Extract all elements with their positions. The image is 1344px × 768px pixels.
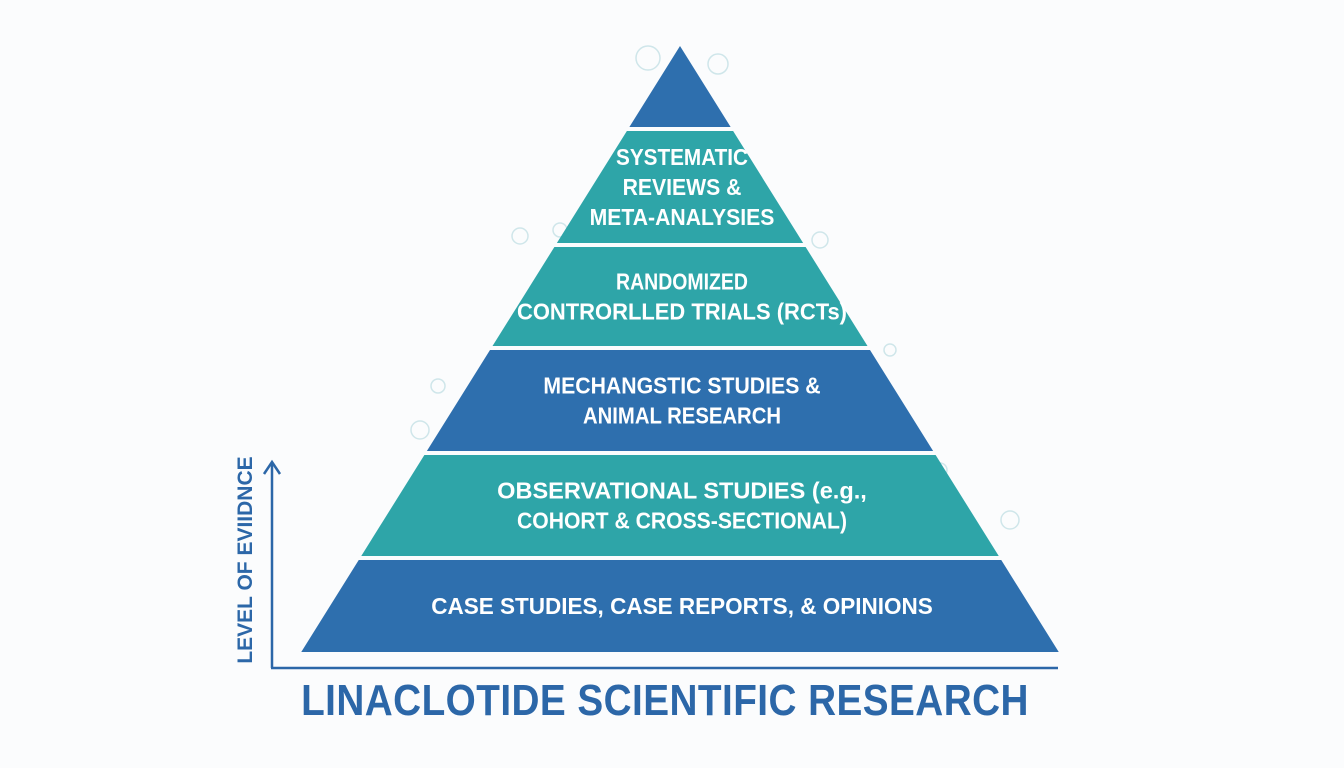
- tier-label: META-ANALYSIES: [590, 204, 775, 230]
- tier-label: ANIMAL RESEARCH: [583, 403, 781, 429]
- tier-label: OBSERVATIONAL STUDIES (e.g.,: [497, 478, 867, 504]
- pyramid-tier: [629, 46, 731, 127]
- tier-label: COHORT & CROSS-SECTIONAL): [517, 508, 847, 534]
- y-axis-label: LEVEL OF EVIIDNCE: [234, 456, 257, 664]
- molecule-decoration: [410, 45, 1020, 530]
- tier-label: CONTRORLLED TRIALS (RCTs): [517, 299, 847, 325]
- pyramid-tier: [492, 247, 868, 346]
- y-axis: [262, 459, 1058, 670]
- diagram-title: LINACLOTIDE SCIENTIFIC RESEARCH: [301, 676, 1029, 725]
- pyramid-tier: [556, 131, 804, 243]
- tier-label: CASE STUDIES, CASE REPORTS, & OPINIONS: [431, 593, 933, 619]
- pyramid-tier: [301, 560, 1059, 652]
- tier-label: RANDOMIZED: [616, 269, 748, 295]
- arrow-up-icon: [262, 459, 282, 475]
- tier-label: MECHANGSTIC STUDIES &: [543, 373, 820, 399]
- tier-label: SYSTEMATIC: [616, 144, 748, 170]
- pyramid-tier: [426, 350, 934, 451]
- tier-label: REVIEWS &: [623, 174, 742, 200]
- pyramid-tier: [361, 455, 999, 556]
